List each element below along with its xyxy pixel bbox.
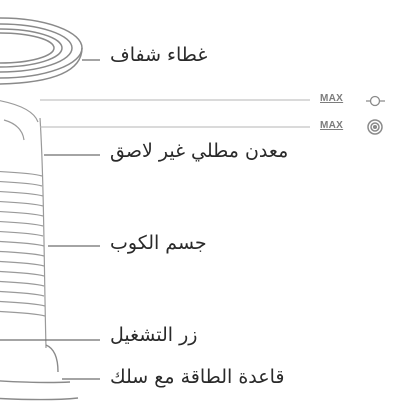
label-power-button: زر التشغيل [110,324,198,346]
cup-body-drawing [0,100,47,349]
whisk-small-icon [366,95,385,107]
transparent-lid-drawing [0,17,83,85]
power-base-drawing [0,344,79,401]
label-transparent-lid: غطاء شفاف [110,44,208,66]
max-label-large: MAX [320,120,344,131]
label-cup-body: جسم الكوب [110,232,207,254]
max-label-small: MAX [320,93,344,104]
max-indicator-lines [40,99,310,128]
leader-lines [0,59,100,380]
label-power-base: قاعدة الطاقة مع سلك [110,366,285,388]
whisk-large-icon [367,119,383,135]
label-non-stick-coating: معدن مطلي غير لاصق [110,140,289,162]
